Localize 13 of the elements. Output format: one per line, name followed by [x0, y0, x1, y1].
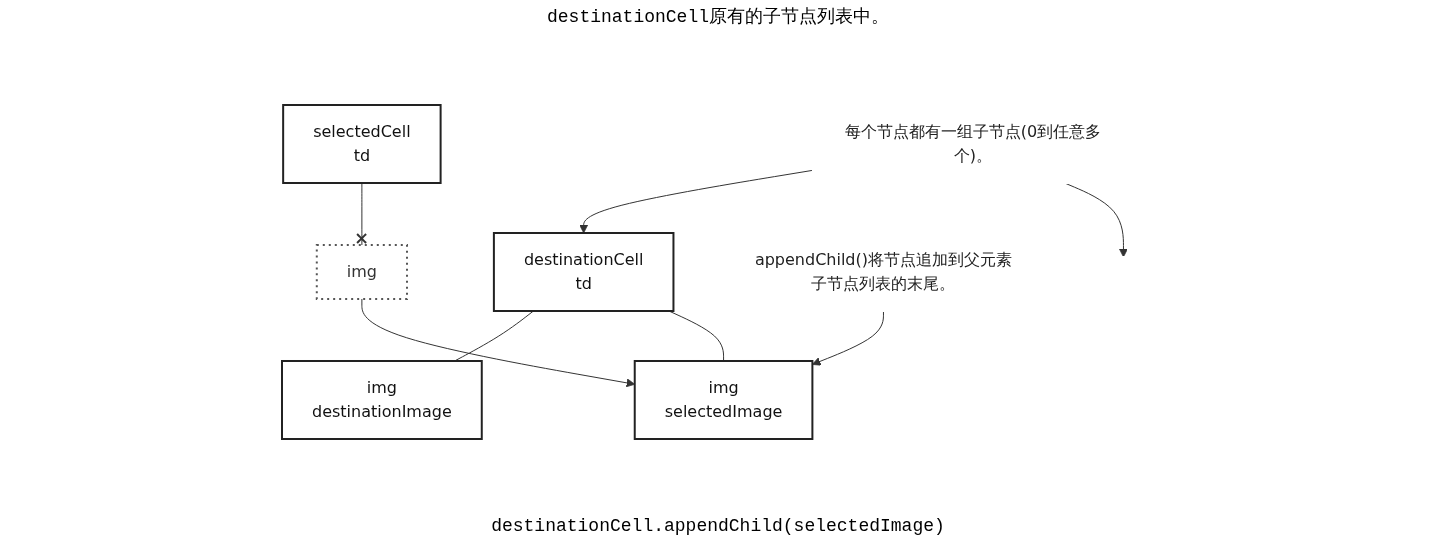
node-box: selectedCell td: [282, 104, 442, 184]
code-text: destinationCell原有的子节点列表中。: [547, 6, 889, 28]
code-text: destinationCell.appendChild(selectedImage): [491, 516, 945, 536]
node-box: img destinationImage: [281, 360, 484, 440]
node-text: appendChild()将节点追加到父元素子节点列表的末尾。: [755, 250, 1013, 293]
node-box: destinationCell td: [493, 232, 675, 312]
arrow: [361, 298, 636, 388]
arrow: [812, 310, 885, 366]
node-box: img selectedImage: [634, 360, 814, 440]
connector: [356, 182, 368, 246]
arrow: [579, 169, 814, 234]
node-box: img: [316, 244, 409, 300]
node-text: 每个节点都有一组子节点(0到任意多个)。: [844, 122, 1102, 165]
